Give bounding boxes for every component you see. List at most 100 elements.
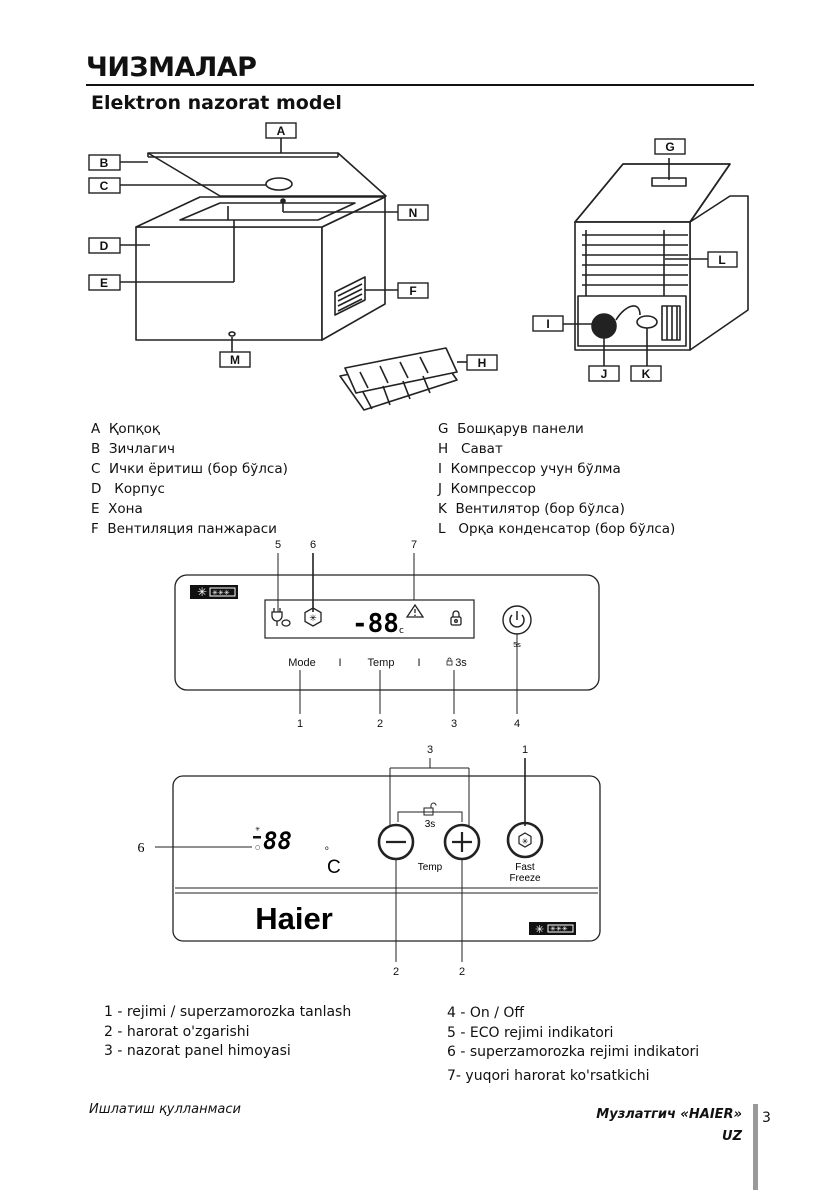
callout-3: 3 [451, 718, 457, 730]
parts-legend-left: A Қопқоқ B Зичлагич C Ички ёритиш (бор б… [91, 419, 288, 539]
callout-4: 4 [514, 718, 520, 730]
note-item: 3 - nazorat panel himoyasi [104, 1043, 291, 1059]
legend-item: F Вентиляция панжараси [91, 521, 277, 537]
note-item: 1 - rejimi / superzamorozka tanlash [104, 1004, 352, 1020]
callout-3: 3 [427, 744, 433, 756]
callout-l: L [707, 251, 738, 268]
svg-text:✳✳✳: ✳✳✳ [550, 925, 568, 933]
callout-2: 2 [377, 718, 383, 730]
footer-language: UZ [722, 1129, 742, 1144]
page-title: ЧИЗМАЛАР [86, 52, 257, 83]
panel1-unit: c [399, 626, 404, 636]
svg-text:E: E [100, 276, 108, 290]
temp-minus-button [377, 823, 415, 861]
lock-hold-label: 3s [455, 657, 467, 669]
warning-icon [405, 603, 425, 618]
fast-label: Fast [515, 862, 535, 873]
brand-logo: Haier [255, 901, 333, 936]
svg-text:I: I [546, 317, 549, 331]
svg-text:A: A [277, 124, 286, 138]
svg-text:C: C [100, 179, 109, 193]
legend-item: E Хона [91, 501, 143, 517]
page-subtitle: Elektron nazorat model [91, 92, 342, 114]
callout-1: 1 [297, 718, 303, 730]
degree-dot: o [325, 845, 329, 852]
svg-text:✳: ✳ [197, 585, 207, 599]
svg-text:✳: ✳ [535, 923, 544, 936]
legend-item: D Корпус [91, 481, 165, 497]
callout-h: H [466, 354, 498, 371]
title-rule [86, 84, 754, 86]
freezer-parts-diagram: A B C D E F G H I J K L M N [88, 122, 749, 411]
freeze-label: Freeze [509, 873, 541, 884]
svg-text:F: F [409, 284, 416, 298]
legend-item: C Ички ёритиш (бор бўлса) [91, 461, 288, 477]
fast-freeze-button: ✳ [506, 821, 544, 859]
callout-f: F [397, 282, 429, 299]
callout-e: E [88, 274, 121, 291]
compressor [591, 313, 617, 339]
power-button [502, 605, 532, 635]
temp-label: Temp [368, 657, 395, 669]
panel2-temp-label: Temp [418, 862, 443, 873]
freezer-compartment [179, 202, 356, 221]
panel1-display-window [264, 599, 475, 639]
note-item: 5 - ECO rejimi indikatori [447, 1024, 614, 1041]
callout-5: 5 [275, 539, 281, 551]
svg-text:✳: ✳ [522, 837, 529, 846]
legend-item: G Бошқарув панели [438, 421, 584, 437]
svg-text:L: L [718, 253, 725, 267]
compressor-compartment [577, 295, 687, 347]
separator: I [338, 657, 341, 669]
callout-b: B [88, 154, 121, 171]
svg-text:G: G [665, 140, 674, 154]
callout-n: N [397, 204, 429, 221]
svg-text:H: H [478, 356, 487, 370]
panel1-temp-readout: -88 [352, 609, 399, 639]
footer-product: Музлатгич «HAIER» UZ [596, 1104, 742, 1148]
star-rating-badge: ✳ ✳✳✳ [529, 922, 576, 936]
panel2-unit: C [327, 857, 341, 878]
legend-item: A Қопқоқ [91, 421, 161, 437]
legend-item: L Орқа конденсатор (бор бўлса) [438, 521, 676, 537]
page-side-bar [753, 1104, 758, 1190]
panel2-lock-icon [423, 802, 437, 816]
callout-2: 2 [393, 966, 399, 978]
footer-manual-title: Ишлатиш қулланмаси [89, 1102, 241, 1117]
callout-c: C [88, 177, 121, 194]
callout-i: I [532, 315, 564, 332]
lock-icon [450, 610, 462, 626]
note-item: 2 - harorat o'zgarishi [104, 1023, 250, 1040]
legend-item: K Вентилятор (бор бўлса) [438, 501, 625, 517]
function-notes-left: 1 - rejimi / superzamorozka tanlash 2 - … [104, 1003, 351, 1062]
panel2-temp-readout: 88 [263, 827, 292, 855]
callout-1: 1 [522, 744, 528, 756]
footer-product-name: Музлатгич «HAIER» [596, 1107, 742, 1122]
svg-text:D: D [100, 239, 109, 253]
svg-text:✳: ✳ [309, 614, 317, 624]
legend-item: I Компрессор учун бўлма [438, 461, 621, 477]
power-hold-label: 5s [513, 642, 521, 649]
callout-6: 6 [138, 841, 145, 856]
star-rating-badge: ✳ ✳✳✳ [190, 585, 238, 599]
eco-small-icon: ○ [255, 844, 260, 851]
separator: I [417, 657, 420, 669]
legend-item: J Компрессор [438, 481, 536, 497]
ventilation-grille [334, 276, 366, 316]
legend-item: H Сават [438, 441, 503, 457]
callout-d: D [88, 237, 121, 254]
callout-7: 7 [411, 539, 417, 551]
legend-item: B Зичлагич [91, 441, 176, 457]
svg-text:N: N [409, 206, 418, 220]
mini-lock-icon [446, 657, 453, 666]
superfreeze-small-icon: ✳ [255, 826, 260, 833]
inner-light [265, 177, 293, 191]
superfreeze-indicator-icon: ✳ [304, 607, 322, 627]
control-panel-1 [174, 574, 600, 691]
mode-label: Mode [288, 657, 316, 669]
freezer-back-side [689, 195, 749, 351]
eco-plug-icon [271, 608, 291, 627]
callout-g: G [654, 138, 686, 155]
callout-m: M [219, 351, 251, 368]
temp-plus-button [443, 823, 481, 861]
